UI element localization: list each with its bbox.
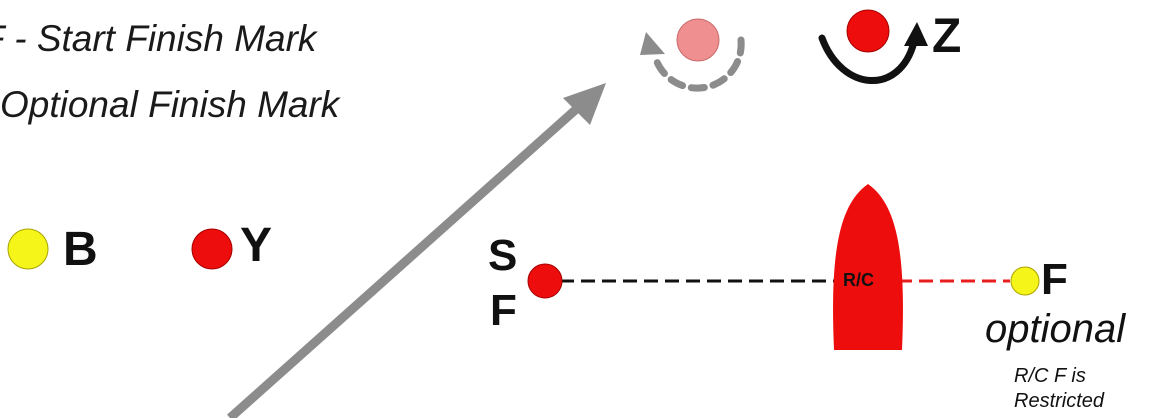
b-yellow-mark	[7, 228, 49, 270]
optional-f-label: F	[1041, 255, 1068, 304]
dashed-rounding-arrow	[653, 36, 745, 92]
z-mark-rounding	[818, 9, 928, 84]
z-label: Z	[932, 10, 962, 63]
legend-optional-finish-text: Optional Finish Mark	[0, 84, 340, 125]
start-finish-red-mark	[527, 263, 563, 299]
restricted-note-line2: Restricted	[1014, 390, 1105, 412]
rc-boat-label: R/C	[843, 270, 874, 290]
optional-label: optional	[985, 307, 1126, 351]
y-red-mark	[191, 228, 233, 270]
legend-start-finish-text: F - Start Finish Mark	[0, 18, 317, 59]
b-label: B	[63, 223, 98, 276]
start-s-label: S	[488, 231, 518, 280]
optional-finish-yellow-mark	[1010, 266, 1040, 296]
y-label: Y	[240, 219, 273, 272]
course-direction-arrow	[227, 83, 606, 418]
faded-mark-rounding	[640, 18, 745, 92]
z-red-mark	[846, 9, 890, 53]
start-f-label: F	[490, 286, 517, 335]
faded-red-mark	[676, 18, 720, 62]
black-rounding-arrow	[818, 34, 918, 84]
restricted-note-line1: R/C F is	[1014, 365, 1086, 387]
rc-boat	[833, 184, 903, 350]
